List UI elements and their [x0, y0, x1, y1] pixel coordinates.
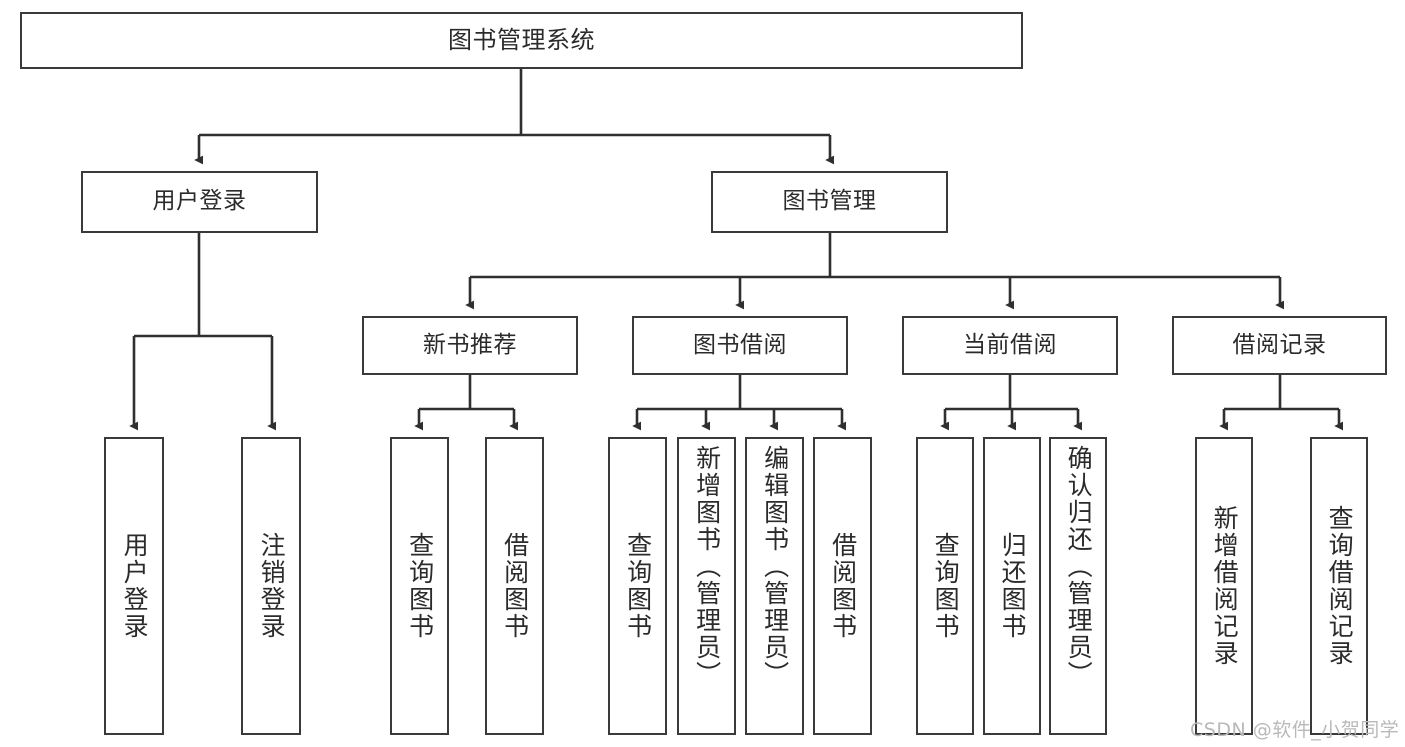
node-leaf-add-book-label: 新增图书（管理员）: [692, 445, 722, 688]
node-leaf-edit-book-label: 编辑图书（管理员）: [760, 445, 790, 688]
node-leaf-query-book-rec-label: 查询图书: [405, 532, 435, 640]
node-leaf-add-record-label: 新增借阅记录: [1210, 505, 1240, 667]
node-borrow-record[interactable]: 借阅记录: [1172, 316, 1387, 375]
node-leaf-borrow-book-br-label: 借阅图书: [828, 532, 858, 640]
node-leaf-edit-book[interactable]: 编辑图书（管理员）: [745, 437, 804, 735]
node-book-borrow-label: 图书借阅: [693, 331, 787, 358]
node-leaf-borrow-book-rec-label: 借阅图书: [500, 532, 530, 640]
node-leaf-confirm-return-label: 确认归还（管理员）: [1064, 445, 1094, 688]
node-leaf-confirm-return[interactable]: 确认归还（管理员）: [1049, 437, 1107, 735]
node-leaf-user-logout-label: 注销登录: [257, 532, 287, 640]
node-current-borrow[interactable]: 当前借阅: [902, 316, 1118, 375]
node-book-borrow[interactable]: 图书借阅: [632, 316, 848, 375]
node-book-manage-label: 图书管理: [782, 188, 877, 215]
node-leaf-query-book-br-label: 查询图书: [623, 532, 653, 640]
watermark-text: CSDN @软件_小贺同学: [1190, 719, 1400, 741]
node-leaf-query-book-cb-label: 查询图书: [931, 532, 961, 640]
node-leaf-query-book-br[interactable]: 查询图书: [608, 437, 667, 735]
node-leaf-borrow-book-rec[interactable]: 借阅图书: [485, 437, 544, 735]
node-leaf-return-book[interactable]: 归还图书: [983, 437, 1041, 735]
node-leaf-add-book[interactable]: 新增图书（管理员）: [677, 437, 736, 735]
node-leaf-user-login[interactable]: 用户登录: [104, 437, 164, 735]
node-new-book-rec-label: 新书推荐: [423, 331, 517, 358]
node-current-borrow-label: 当前借阅: [963, 331, 1057, 358]
node-root-label: 图书管理系统: [448, 26, 595, 55]
node-leaf-user-logout[interactable]: 注销登录: [241, 437, 301, 735]
watermark: CSDN @软件_小贺同学: [1190, 715, 1399, 742]
node-leaf-return-book-label: 归还图书: [998, 532, 1028, 640]
node-root[interactable]: 图书管理系统: [20, 12, 1023, 69]
node-leaf-query-record[interactable]: 查询借阅记录: [1310, 437, 1368, 735]
node-leaf-query-book-rec[interactable]: 查询图书: [390, 437, 449, 735]
node-leaf-user-login-label: 用户登录: [120, 532, 150, 640]
node-leaf-query-record-label: 查询借阅记录: [1325, 505, 1355, 667]
node-leaf-add-record[interactable]: 新增借阅记录: [1195, 437, 1253, 735]
node-user-login[interactable]: 用户登录: [81, 171, 318, 233]
node-book-manage[interactable]: 图书管理: [711, 171, 948, 233]
node-leaf-query-book-cb[interactable]: 查询图书: [916, 437, 974, 735]
node-borrow-record-label: 借阅记录: [1232, 331, 1327, 358]
node-leaf-borrow-book-br[interactable]: 借阅图书: [813, 437, 872, 735]
node-new-book-rec[interactable]: 新书推荐: [362, 316, 578, 375]
node-user-login-label: 用户登录: [152, 188, 247, 215]
